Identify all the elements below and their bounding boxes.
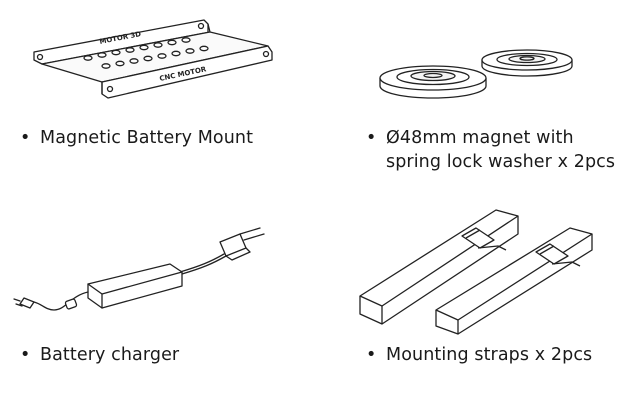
caption-text: Magnetic Battery Mount xyxy=(40,128,254,148)
magnet-washer-illustration xyxy=(379,49,573,99)
caption-mounting-straps: • Mounting straps x 2pcs xyxy=(366,343,592,367)
bullet: • xyxy=(20,345,31,365)
caption-magnet-washer: • Ø48mm magnet with spring lock washer x … xyxy=(366,126,615,174)
caption-text-line1: Ø48mm magnet with xyxy=(386,128,574,148)
caption-text: Mounting straps x 2pcs xyxy=(386,345,593,365)
battery-charger-illustration xyxy=(13,227,265,311)
battery-mount-illustration: MOTOR 3D CNC MOTOR xyxy=(33,19,273,99)
bullet: • xyxy=(366,128,377,148)
caption-battery-charger: • Battery charger xyxy=(20,343,179,367)
bullet: • xyxy=(20,128,31,148)
caption-battery-mount: • Magnetic Battery Mount xyxy=(20,126,253,150)
bullet: • xyxy=(366,345,377,365)
caption-text: Battery charger xyxy=(40,345,180,365)
caption-text-line2: spring lock washer x 2pcs xyxy=(386,152,616,172)
mounting-straps-illustration xyxy=(359,209,593,335)
